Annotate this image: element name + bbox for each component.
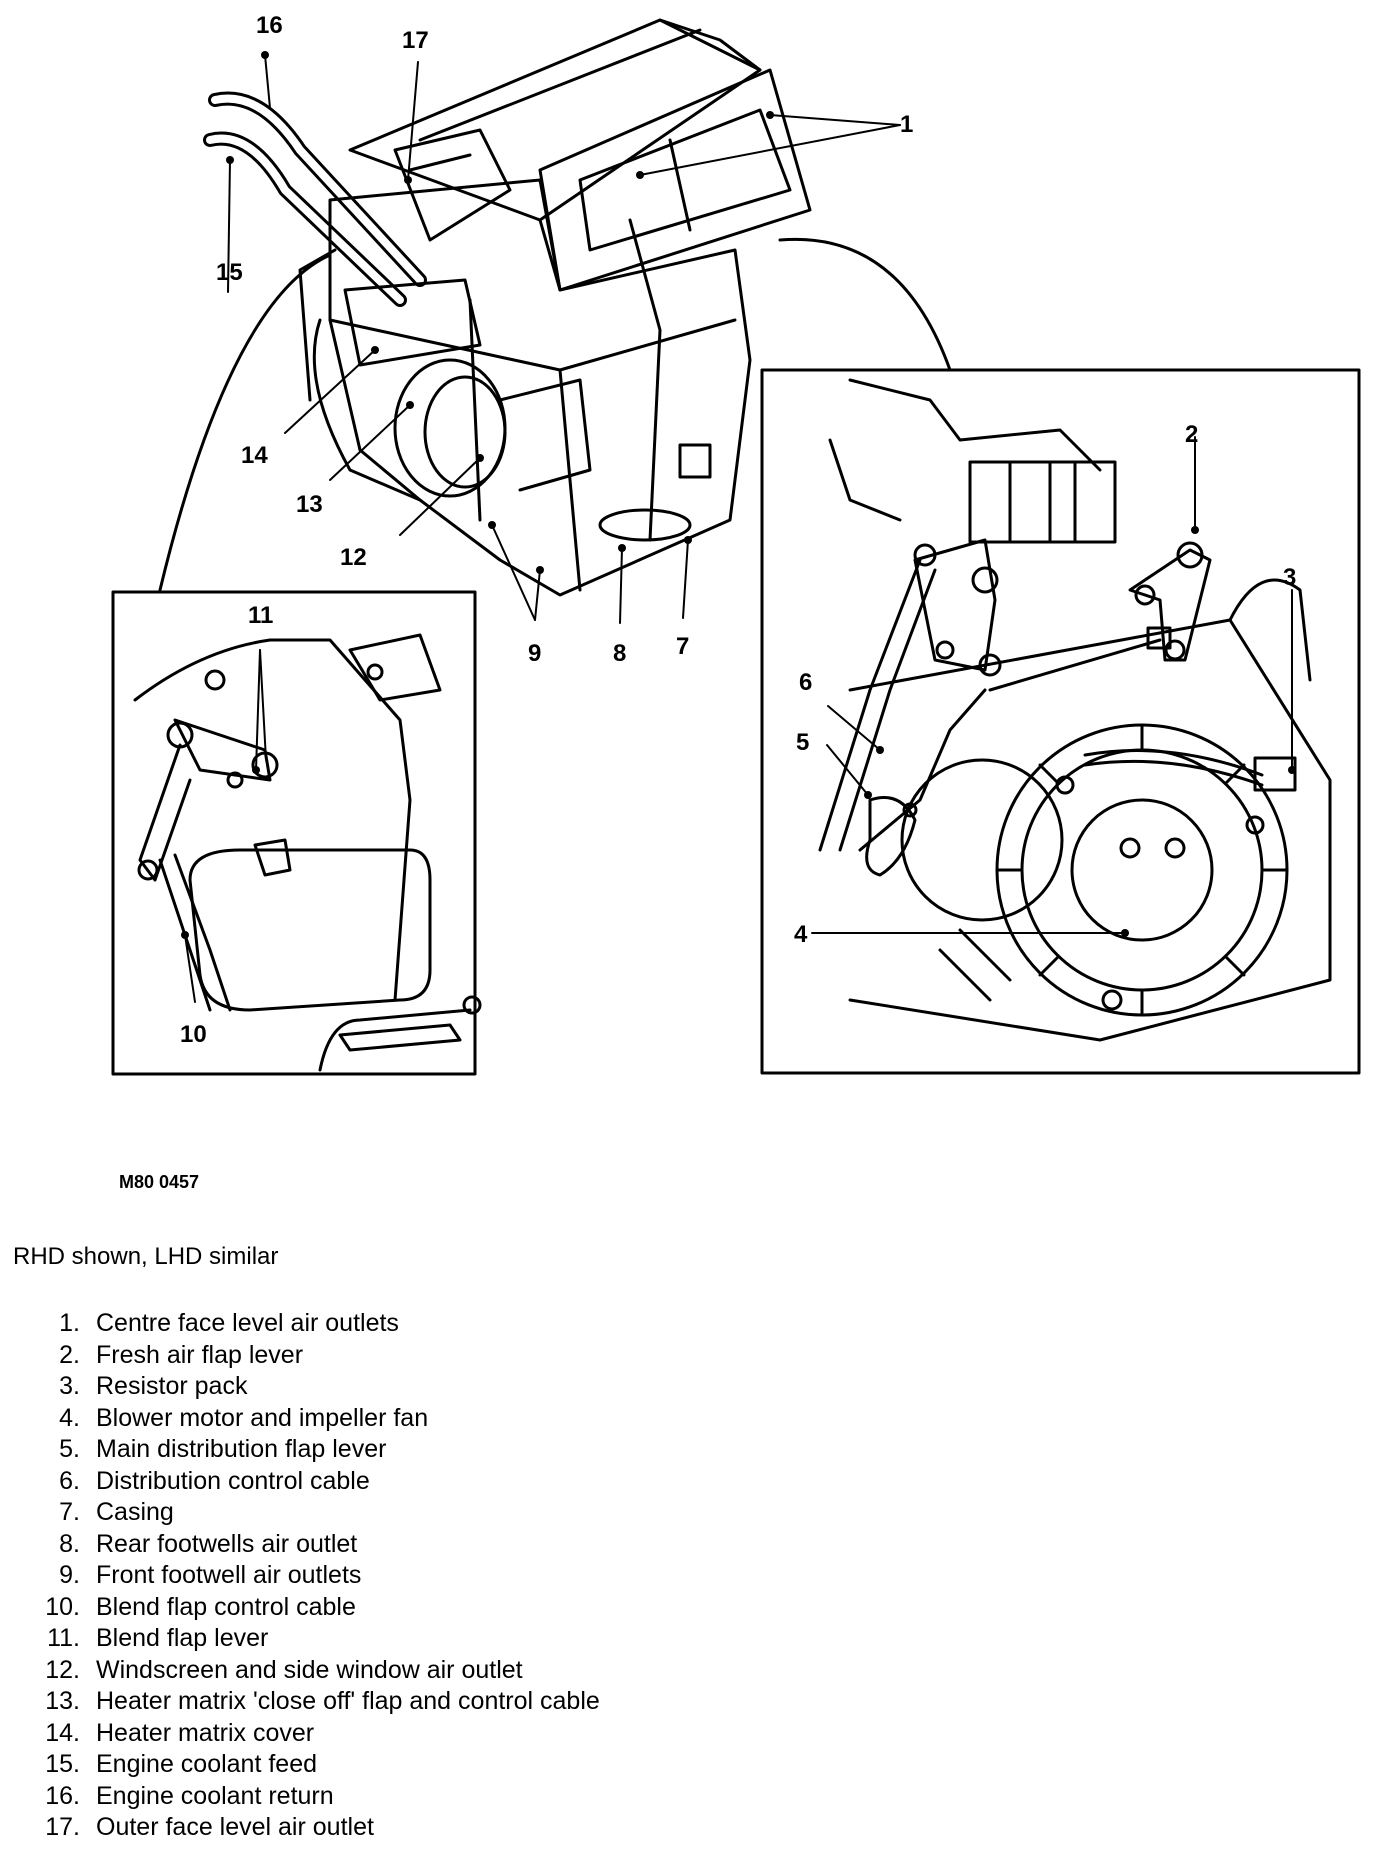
leader-dots <box>181 51 1296 939</box>
callout-7: 7 <box>676 633 689 660</box>
callout-17: 17 <box>402 27 429 54</box>
legend-item: 11. Blend flap lever <box>30 1623 600 1655</box>
callout-8: 8 <box>613 640 626 667</box>
leader-lines <box>184 54 1293 1003</box>
callout-16: 16 <box>256 12 283 39</box>
legend-label: Fresh air flap lever <box>96 1340 304 1369</box>
legend-item: 15. Engine coolant feed <box>30 1749 600 1781</box>
legend-item: 6. Distribution control cable <box>30 1466 600 1498</box>
legend-label: Windscreen and side window air outlet <box>96 1655 523 1684</box>
caption: RHD shown, LHD similar <box>13 1243 279 1270</box>
legend-number: 9. <box>59 1561 80 1590</box>
legend-item: 5. Main distribution flap lever <box>30 1434 600 1466</box>
legend-number: 12. <box>45 1655 80 1684</box>
legend-label: Casing <box>96 1498 174 1527</box>
callout-11: 11 <box>248 602 273 629</box>
heater-assembly-diagram: 1 2 3 4 5 6 7 8 9 10 11 12 13 14 15 16 1… <box>111 12 1361 1076</box>
callout-6: 6 <box>799 669 812 696</box>
legend-label: Engine coolant feed <box>96 1750 318 1779</box>
legend-item: 16. Engine coolant return <box>30 1781 600 1813</box>
callout-9: 9 <box>528 640 541 667</box>
legend-label: Blend flap control cable <box>96 1592 356 1621</box>
legend-item: 12. Windscreen and side window air outlet <box>30 1655 600 1687</box>
legend-number: 11. <box>47 1624 80 1653</box>
legend-item: 2. Fresh air flap lever <box>30 1340 600 1372</box>
legend-number: 8. <box>59 1529 80 1558</box>
callout-15: 15 <box>216 259 243 286</box>
legend-item: 9. Front footwell air outlets <box>30 1560 600 1592</box>
callout-1: 1 <box>900 111 913 138</box>
legend-number: 15. <box>45 1750 80 1779</box>
callout-13: 13 <box>296 491 323 518</box>
legend-number: 10. <box>45 1592 80 1621</box>
heater-unit-drawing <box>203 18 812 597</box>
legend-number: 6. <box>59 1466 80 1495</box>
callout-3: 3 <box>1283 564 1296 591</box>
legend-number: 16. <box>45 1781 80 1810</box>
legend-label: Blend flap lever <box>96 1624 269 1653</box>
legend-label: Heater matrix cover <box>96 1718 315 1747</box>
legend-label: Distribution control cable <box>96 1466 370 1495</box>
legend-item: 7. Casing <box>30 1497 600 1529</box>
legend-number: 13. <box>45 1687 80 1716</box>
legend-item: 10. Blend flap control cable <box>30 1592 600 1624</box>
legend-item: 17. Outer face level air outlet <box>30 1812 600 1844</box>
legend-number: 5. <box>59 1435 80 1464</box>
callout-5: 5 <box>796 729 809 756</box>
legend-item: 3. Resistor pack <box>30 1371 600 1403</box>
parts-legend: 1. Centre face level air outlets 2. Fresh … <box>30 1308 600 1844</box>
blend-flap-inset <box>111 253 482 1076</box>
callout-labels: 1 2 3 4 5 6 7 8 9 10 11 12 13 14 15 16 1… <box>180 12 1296 1048</box>
legend-number: 17. <box>45 1813 80 1842</box>
legend-label: Front footwell air outlets <box>96 1561 362 1590</box>
legend-item: 8. Rear footwells air outlet <box>30 1529 600 1561</box>
blower-inset <box>760 237 1361 1075</box>
legend-number: 2. <box>59 1340 80 1369</box>
callout-2: 2 <box>1185 421 1198 448</box>
legend-item: 13. Heater matrix 'close off' flap and co… <box>30 1686 600 1718</box>
legend-label: Resistor pack <box>96 1372 248 1401</box>
callout-4: 4 <box>794 921 808 948</box>
legend-number: 14. <box>45 1718 80 1747</box>
legend-label: Centre face level air outlets <box>96 1309 399 1338</box>
callout-14: 14 <box>241 442 268 469</box>
figure-code: M80 0457 <box>119 1172 200 1192</box>
legend-label: Main distribution flap lever <box>96 1435 387 1464</box>
legend-number: 3. <box>59 1372 80 1401</box>
callout-12: 12 <box>340 544 367 571</box>
legend-label: Engine coolant return <box>96 1781 334 1810</box>
legend-number: 1. <box>59 1309 80 1338</box>
legend-item: 1. Centre face level air outlets <box>30 1308 600 1340</box>
legend-label: Outer face level air outlet <box>96 1813 374 1842</box>
legend-item: 4. Blower motor and impeller fan <box>30 1403 600 1435</box>
legend-label: Heater matrix 'close off' flap and contr… <box>96 1687 600 1716</box>
callout-10: 10 <box>180 1021 207 1048</box>
legend-number: 7. <box>59 1498 80 1527</box>
legend-number: 4. <box>59 1403 80 1432</box>
legend-label: Rear footwells air outlet <box>96 1529 358 1558</box>
legend-item: 14. Heater matrix cover <box>30 1718 600 1750</box>
legend-label: Blower motor and impeller fan <box>96 1403 429 1432</box>
